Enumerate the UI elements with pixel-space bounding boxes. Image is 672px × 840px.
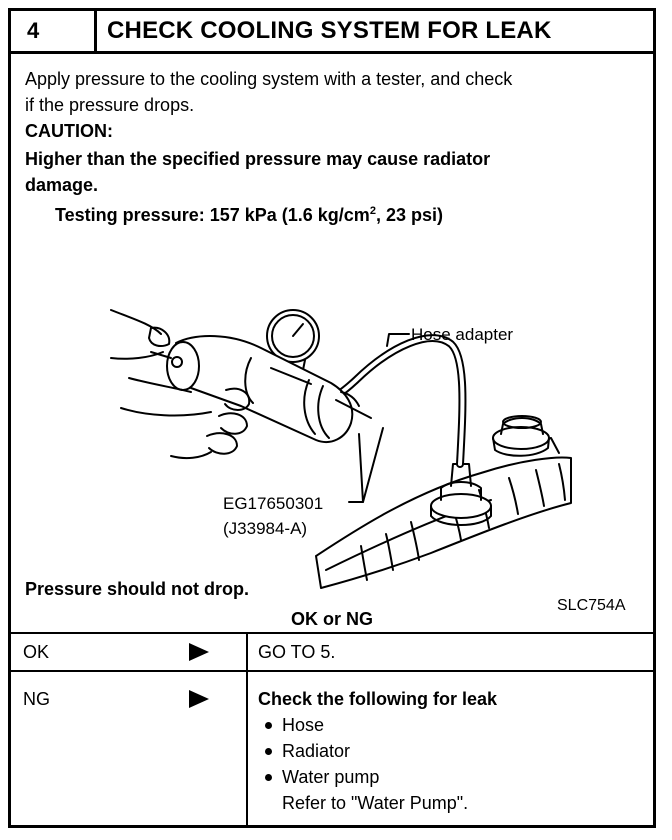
outcome-result: NG [23,689,50,709]
list-item: Radiator [258,738,653,764]
testing-pressure-prefix: Testing pressure: 157 kPa (1.6 kg/cm [55,205,370,225]
testing-pressure-superscript: 2 [369,205,376,217]
hand-icon [110,309,251,460]
pressure-gauge-icon [266,309,320,371]
pressure-tester-icon [150,335,372,443]
outcome-row-ok: OK GO TO 5. [11,634,653,672]
label-tool-alt: (J33984-A) [223,519,307,538]
label-tool-number: EG17650301 [223,494,323,513]
leak-check-list: Hose Radiator Water pump [258,712,653,790]
label-hose-adapter: Hose adapter [411,325,513,344]
ok-or-ng-question: OK or NG [290,609,373,629]
caution-line-2: damage. [25,175,99,195]
procedure-body: Apply pressure to the cooling system wit… [11,54,653,634]
list-item: Water pump [258,764,653,790]
testing-pressure: Testing pressure: 157 kPa (1.6 kg/cm2, 2… [55,198,443,228]
outcome-row-ng: NG Check the following for leak Hose Rad… [11,672,653,825]
step-header: 4 CHECK COOLING SYSTEM FOR LEAK [11,11,653,54]
outcome-action-title: GO TO 5. [258,642,336,662]
expected-result: Pressure should not drop. [25,579,250,599]
outcome-result: OK [23,642,50,662]
figure-id: SLC754A [557,597,626,614]
caution-line-1: Higher than the specified pressure may c… [25,149,491,169]
list-item: Hose [258,712,653,738]
instruction-line-2: if the pressure drops. [25,95,195,115]
caution-label: CAUTION: [25,121,113,141]
pressure-tester-illustration: Hose adapter EG17650301 (J33984-A) SLC75… [110,309,626,614]
instruction-line-1: Apply pressure to the cooling system wit… [25,69,513,89]
step-title: CHECK COOLING SYSTEM FOR LEAK [107,17,552,44]
filler-neck-icon [430,463,492,526]
service-procedure-sheet: 4 CHECK COOLING SYSTEM FOR LEAK Apply pr… [8,8,656,828]
arrow-right-icon [189,643,209,661]
reference-note: Refer to "Water Pump". [282,793,469,813]
step-number: 4 [11,11,97,51]
arrow-right-icon [189,690,209,708]
testing-pressure-suffix: , 23 psi) [375,205,443,225]
outcome-action: Check the following for leak Hose Radiat… [246,672,653,825]
outcome-action: GO TO 5. [246,634,653,670]
radiator-cap-icon [492,415,550,457]
outcome-action-title: Check the following for leak [258,689,498,709]
